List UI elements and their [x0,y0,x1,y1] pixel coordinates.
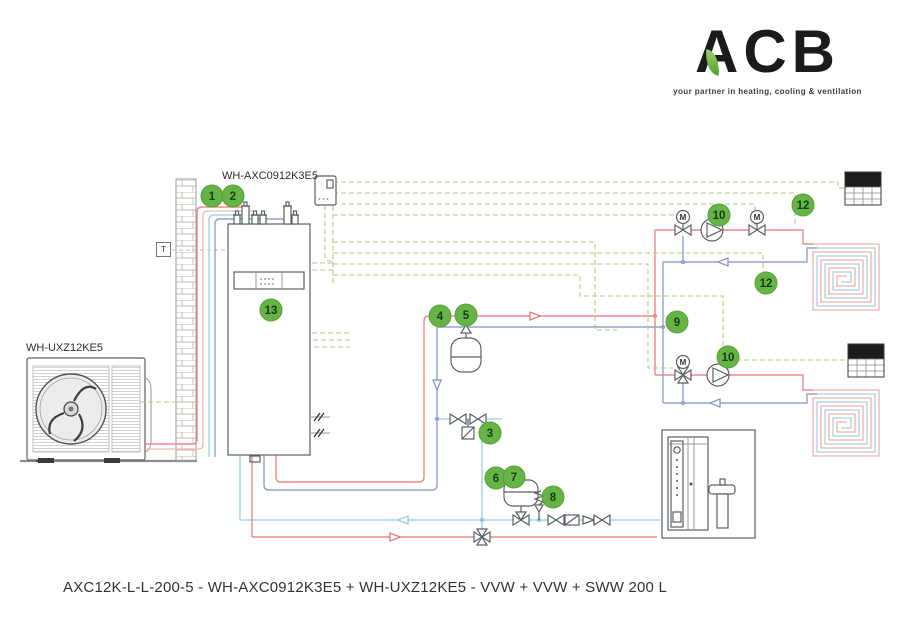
logo-tagline: your partner in heating, cooling & venti… [673,87,862,96]
outdoor-unit [26,357,152,463]
safety-valve-icon [533,490,545,520]
svg-text:12: 12 [797,200,810,212]
thermostat-icon [847,343,885,378]
svg-text:10: 10 [713,210,726,222]
logo-brand-text: ACB [655,22,880,82]
marker-2: 2 [221,184,245,208]
svg-text:7: 7 [511,472,517,484]
indoor-unit [227,201,330,463]
svg-text:2: 2 [230,191,236,203]
flow-arrow [389,532,402,542]
shutoff-valve-icon [449,413,467,425]
fan-icon [35,373,107,445]
svg-text:4: 4 [437,311,444,323]
svg-text:M: M [680,213,687,222]
outdoor-temp-sensor: T [156,242,171,257]
shutoff-valve-icon [593,514,611,526]
marker-8: 8 [541,485,565,509]
system-caption: AXC12K-L-L-200-5 - WH-AXC0912K3E5 + WH-U… [63,579,667,596]
marker-12b: 12 [754,271,778,295]
marker-10a: 10 [707,203,731,227]
marker-1: 1 [200,184,224,208]
hydraulic-components: M M M [449,209,766,546]
flow-arrow [716,257,729,267]
expansion-vessel [450,316,482,373]
marker-9: 9 [665,310,689,334]
svg-text:8: 8 [550,492,557,504]
svg-text:10: 10 [722,352,735,364]
motorized-valve-icon: M [674,354,692,384]
marker-12a: 12 [791,193,815,217]
svg-text:1: 1 [209,191,216,203]
floor-heating-coil [812,389,880,457]
svg-text:3: 3 [487,428,493,440]
flow-arrow [708,398,721,408]
control-panel [233,271,305,290]
outdoor-unit-label: WH-UXZ12KE5 [26,342,104,354]
floor-heating-coil [812,243,880,311]
three-way-valve-icon [512,511,530,526]
remote-controller [314,175,337,206]
bathroom [661,429,756,539]
sink-icon [708,478,736,529]
heating-pipes [263,229,817,491]
marker-7: 7 [502,465,526,489]
marker-10b: 10 [716,345,740,369]
brick-wall [175,178,197,462]
filter-icon [461,419,475,440]
svg-text:M: M [754,213,761,222]
domestic-water-pipes [239,416,660,542]
shower-icon [667,436,709,531]
flow-arrow [432,379,442,392]
marker-3: 3 [478,421,502,445]
svg-text:M: M [680,358,687,367]
tank-top-fittings [233,201,299,225]
motorized-valve-icon: M [748,209,766,236]
shutoff-valve-icon [469,413,487,425]
marker-13: 13 [259,298,283,322]
svg-text:9: 9 [674,317,680,329]
mixing-valve-icon [473,528,491,546]
motorized-valve-icon: M [674,209,692,236]
thermostat-icon [844,171,882,206]
pump-icon [706,363,730,387]
svg-text:5: 5 [463,310,470,322]
markers: 1 2 3 4 5 6 7 8 9 10 10 12 12 13 [200,184,815,509]
marker-5: 5 [454,303,478,327]
svg-text:13: 13 [265,305,278,317]
svg-text:12: 12 [760,278,773,290]
acb-logo: ACB your partner in heating, cooling & v… [655,22,880,97]
indoor-unit-label: WH-AXC0912K3E5 [222,170,318,182]
check-valve-icon [582,515,596,525]
check-valve-icon [564,514,580,526]
flow-arrow [396,515,409,525]
flow-arrow [529,311,542,321]
svg-text:6: 6 [493,473,499,485]
marker-4: 4 [428,304,452,328]
shutoff-valve-icon [547,514,565,526]
drain-stub [310,412,330,438]
